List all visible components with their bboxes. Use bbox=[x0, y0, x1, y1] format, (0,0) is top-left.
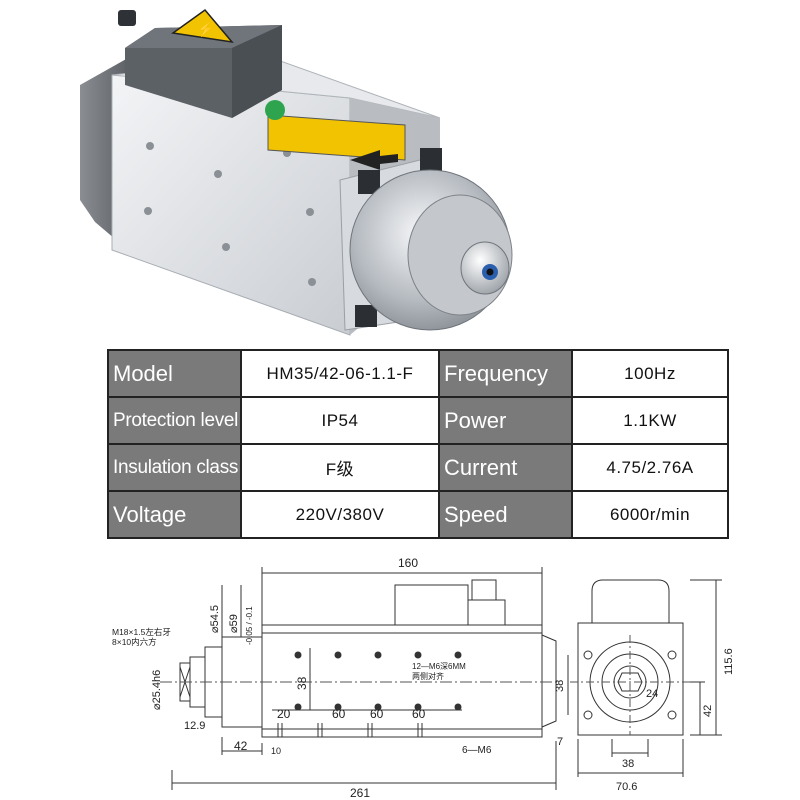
note-two-sides: 两侧对齐 bbox=[412, 671, 444, 681]
terminal-box: ⚡ bbox=[118, 8, 282, 118]
rotation-arrow-icon bbox=[350, 150, 398, 170]
dim-7: 7 bbox=[557, 736, 563, 748]
spindle-nose bbox=[349, 169, 513, 331]
dim-d59-tolerance: -0.05 / -0.1 bbox=[245, 606, 254, 645]
table-row: Protection level IP54 Power 1.1KW bbox=[107, 396, 729, 445]
spec-label: Current bbox=[438, 443, 573, 492]
certification-mark-icon bbox=[265, 100, 285, 120]
dim-60-c: 60 bbox=[412, 707, 426, 721]
spec-value: 100Hz bbox=[571, 349, 729, 398]
dim-60-a: 60 bbox=[332, 707, 346, 721]
spec-value: 220V/380V bbox=[240, 490, 440, 539]
side-view-holes bbox=[294, 651, 462, 711]
dim-38-front: 38 bbox=[295, 676, 309, 690]
mount-hole bbox=[306, 208, 314, 216]
dim-70-6: 70.6 bbox=[616, 781, 637, 793]
dim-20: 20 bbox=[277, 707, 291, 721]
dim-38-side: 38 bbox=[554, 680, 566, 692]
mount-hole bbox=[146, 142, 154, 150]
side-view-terminal-box bbox=[394, 584, 469, 625]
high-voltage-warning-icon bbox=[171, 8, 234, 44]
spec-value: 6000r/min bbox=[571, 490, 729, 539]
note-12-m6: 12—M6深6MM bbox=[412, 662, 466, 671]
dim-261: 261 bbox=[350, 786, 370, 800]
dim-d54-5: ⌀54.5 bbox=[209, 605, 221, 633]
spec-value: HM35/42-06-1.1-F bbox=[240, 349, 440, 398]
spec-label: Protection level bbox=[107, 396, 242, 445]
spec-label: Power bbox=[438, 396, 573, 445]
dim-6-m6: 6—M6 bbox=[462, 745, 492, 756]
spec-label: Frequency bbox=[438, 349, 573, 398]
svg-text:⚡: ⚡ bbox=[197, 21, 214, 38]
table-row: Insulation class F级 Current 4.75/2.76A bbox=[107, 443, 729, 492]
dim-115-6: 115.6 bbox=[723, 648, 735, 675]
dim-12-9: 12.9 bbox=[184, 720, 205, 732]
dim-10: 10 bbox=[271, 746, 281, 756]
dim-38-bottom: 38 bbox=[622, 758, 634, 770]
mount-hole bbox=[308, 278, 316, 286]
dim-d59: ⌀59 bbox=[228, 614, 240, 633]
spec-value: IP54 bbox=[240, 396, 440, 445]
mount-hole bbox=[222, 243, 230, 251]
spec-table: Model HM35/42-06-1.1-F Frequency 100Hz P… bbox=[107, 349, 729, 539]
dim-42-side: 42 bbox=[702, 705, 714, 717]
table-row: Model HM35/42-06-1.1-F Frequency 100Hz bbox=[107, 349, 729, 398]
spec-value: 4.75/2.76A bbox=[571, 443, 729, 492]
mount-hole bbox=[214, 170, 222, 178]
spec-label: Insulation class bbox=[107, 443, 242, 492]
spindle-motor-photo: ⚡ bbox=[80, 8, 513, 336]
dim-m18: M18×1.5左右牙 bbox=[112, 627, 171, 637]
front-view-terminal-box bbox=[591, 579, 670, 623]
table-row: Voltage 220V/380V Speed 6000r/min bbox=[107, 490, 729, 539]
technical-drawing: 160 261 42 10 6—M6 20 60 60 60 38 12.9 ⌀… bbox=[112, 556, 735, 800]
dim-42: 42 bbox=[234, 739, 248, 753]
spec-label: Voltage bbox=[107, 490, 242, 539]
spec-label: Model bbox=[107, 349, 242, 398]
dim-8x10: 8×10内六方 bbox=[112, 637, 157, 647]
nameplate bbox=[265, 100, 406, 170]
dim-d25-4: ⌀25.4h6 bbox=[151, 670, 163, 710]
dim-24: 24 bbox=[646, 688, 658, 700]
dim-60-b: 60 bbox=[370, 707, 384, 721]
mount-hole bbox=[144, 207, 152, 215]
spec-value: 1.1KW bbox=[571, 396, 729, 445]
spec-label: Speed bbox=[438, 490, 573, 539]
dim-160: 160 bbox=[398, 556, 418, 570]
spec-value: F级 bbox=[240, 443, 440, 492]
